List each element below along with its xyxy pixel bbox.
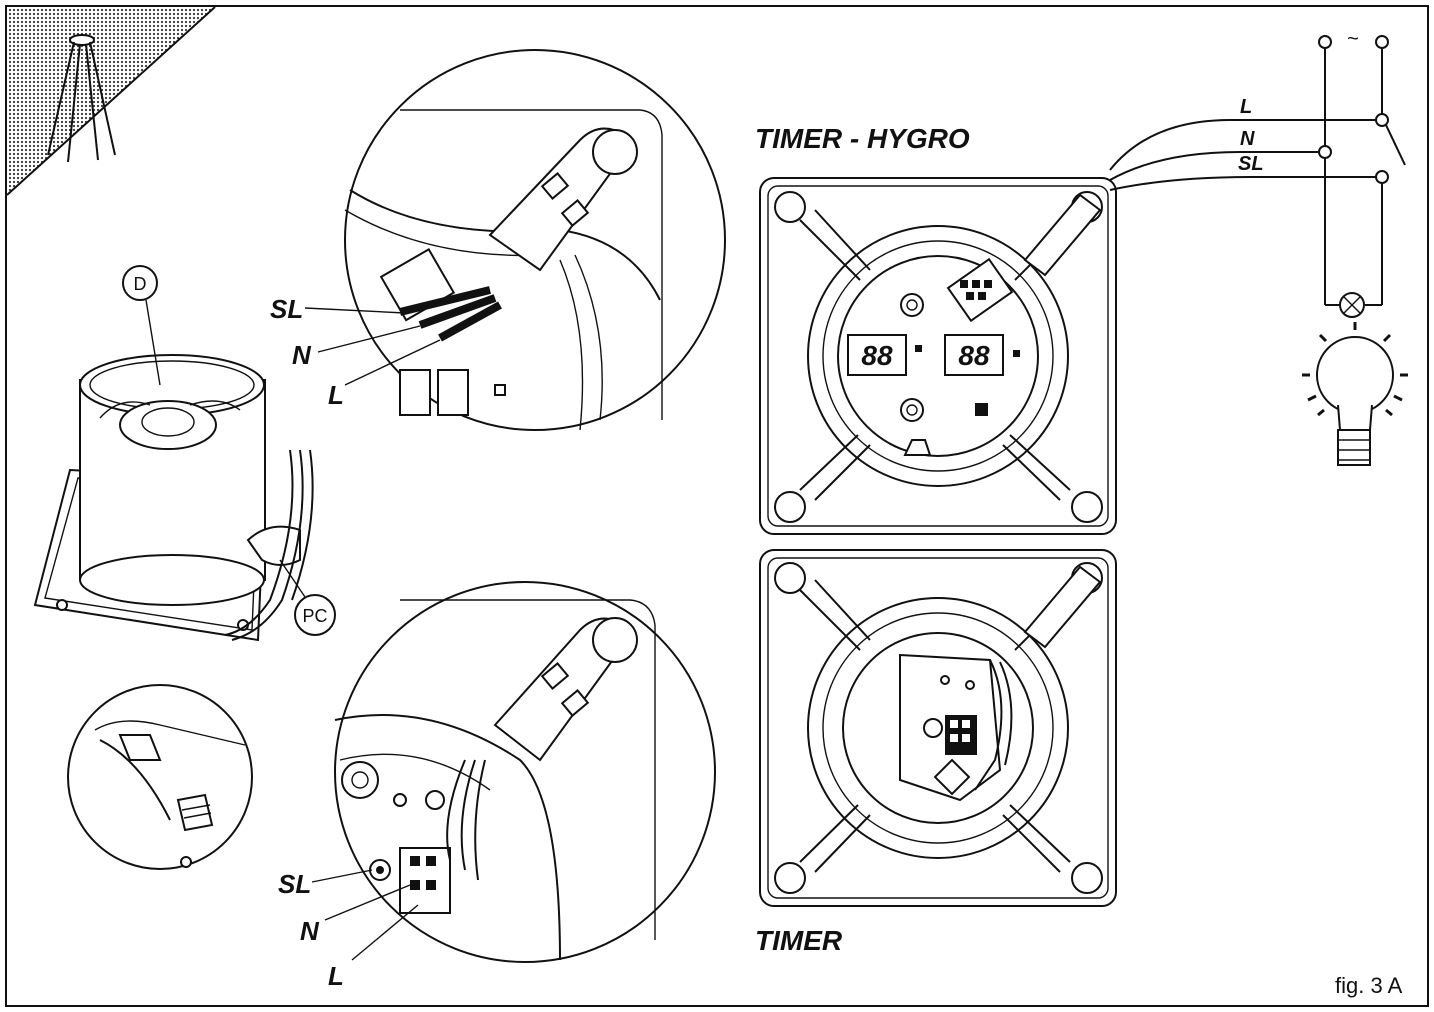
upper-wire-labels: SL N L	[270, 294, 441, 410]
duct-label: D	[134, 274, 147, 294]
supply-circuit: ~ L N SL	[1109, 28, 1406, 318]
fan-unit-drawing	[33, 299, 314, 642]
cable-clamp-callout: PC	[279, 559, 336, 636]
figure-frame	[5, 5, 1429, 1007]
timer-hygro-panel: 88 88	[759, 177, 1117, 535]
lower-wiring-detail	[334, 581, 716, 963]
upper-label-n: N	[292, 340, 312, 370]
timer-panel	[759, 549, 1117, 907]
timer-hygro-title: TIMER - HYGRO	[755, 123, 970, 154]
circuit-label-l: L	[1240, 96, 1252, 118]
figure-label: fig. 3 A	[1335, 973, 1403, 998]
upper-wiring-detail	[344, 49, 726, 431]
cable-clamp-label: PC	[302, 606, 327, 626]
lower-wire-labels: SL N L	[278, 869, 419, 991]
circuit-label-sl: SL	[1238, 153, 1264, 175]
lower-label-n: N	[300, 916, 320, 946]
upper-label-l: L	[328, 380, 344, 410]
light-bulb-icon	[1302, 322, 1408, 466]
ceiling-corner	[6, 6, 216, 196]
lower-label-sl: SL	[278, 869, 311, 899]
duct-callout: D	[122, 265, 158, 301]
clamp-detail-circle	[67, 684, 253, 870]
timer-title: TIMER	[755, 925, 843, 956]
lower-label-l: L	[328, 961, 344, 991]
circuit-label-n: N	[1240, 128, 1255, 150]
upper-label-sl: SL	[270, 294, 303, 324]
timer-hygro-display-right: 88	[958, 340, 990, 371]
supply-symbol: ~	[1347, 28, 1359, 50]
timer-hygro-display-left: 88	[861, 340, 893, 371]
